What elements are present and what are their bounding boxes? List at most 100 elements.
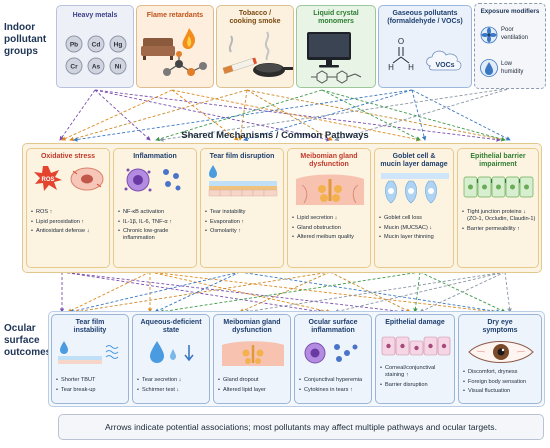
mechanism-tear-film-disruption: Tear film disruption Tear instability Ev… [200,148,284,268]
bullet: Altered lipid layer [218,387,288,394]
bullet: IL-1β, IL-6, TNF-α ↑ [118,219,194,226]
formaldehyde-cloud-icon: O H H VOCs [388,37,462,72]
element-label: As [92,64,101,71]
eye-icon [468,341,534,363]
cell-icon [70,167,104,191]
gland-dropout-icon [222,341,284,366]
bullet: Osmolarity ↑ [205,228,281,235]
bullet: Tear instability [205,209,281,216]
mechanism-goblet-cell-mucin-damage: Goblet cell & mucin layer damage Goblet … [374,148,454,268]
exposure-modifiers-box: Exposure modifiers Poor ventilation Low … [474,3,546,89]
meibomian-gland-icon [296,174,364,205]
outcome-bullets: Shorter TBUT Tear break-up [56,377,126,396]
outcome-bullets: Tear secretion ↓ Schirmer test ↓ [137,377,207,396]
mechanism-bullets: ROS ↑ Lipid peroxidation ↑ Antioxidant d… [31,209,107,238]
bullet: Lipid secretion ↓ [292,215,368,222]
pollutant-tobacco-cooking-smoke: Tobacco / cooking smoke [216,5,294,88]
droplet-decrease-icon [150,341,194,363]
mechanism-title: Meibomian gland dysfunction [300,153,358,168]
pollutant-title: Tobacco / cooking smoke [229,10,281,25]
ros-badge: ROS [41,177,54,183]
bullet: NF-κB activation [118,209,194,216]
element-label: Hg [114,42,123,49]
bullet: Tight junction proteins ↓ (ZO-1, Occludi… [462,209,536,223]
outcome-tear-film-instability: Tear film instability Shorter TBUT Tear … [51,314,129,404]
mechanism-bullets: Tear instability Evaporation ↑ Osmolarit… [205,209,281,238]
cigarette-pan-icon [222,31,293,77]
bullet: Gland dropout [218,377,288,384]
mechanism-oxidative-stress: Oxidative stress ROS ROS ↑ Lipid peroxid… [26,148,110,268]
mechanism-title: Inflammation [133,153,177,160]
bullet: Conjunctival hyperemia [299,377,369,384]
bullet: Schirmer test ↓ [137,387,207,394]
element-label: Cd [92,42,101,49]
mechanism-meibomian-gland-dysfunction: Meibomian gland dysfunction Lipid secret… [287,148,371,268]
modifier-label: Low humidity [501,61,524,75]
bullet: Goblet cell loss [379,215,451,222]
droplet-icon [480,59,498,77]
outcome-title: Meibomian gland dysfunction [223,319,281,334]
bullet: Tear secretion ↓ [137,377,207,384]
mechanism-bullets: Goblet cell loss Mucin (MUC5AC) ↓ Mucin … [379,215,451,244]
pollutant-liquid-crystal-monomers: Liquid crystal monomers [296,5,376,88]
bullet: Barrier disruption [380,382,452,389]
svg-text:H: H [388,63,394,72]
pollutant-gaseous-pollutants: Gaseous pollutants (formaldehyde / VOCs)… [378,5,472,88]
svg-text:O: O [398,37,404,46]
mechanism-bullets: NF-κB activation IL-1β, IL-6, TNF-α ↑ Ch… [118,209,194,245]
mechanism-bullets: Lipid secretion ↓ Gland obstruction Alte… [292,215,368,244]
outcome-title: Dry eye symptoms [482,319,518,334]
bullet: Barrier permeability ↑ [462,226,536,233]
heavy-metal-circles-icon: Pb Cd Hg Cr As Ni [65,35,127,75]
bullet: Altered meibum quality [292,234,368,241]
immune-cell-icon [124,168,181,192]
pollutant-groups-label: Indoor pollutant groups [4,22,47,57]
bullet: Antioxidant defense ↓ [31,228,107,235]
ocular-outcomes-label: Ocular surface outcomes [4,323,52,358]
ros-burst-icon: ROS [34,166,62,191]
pollutant-flame-retardants: Flame retardants [136,5,214,88]
outcome-bullets: Corneal/conjunctival staining ↑ Barrier … [380,365,452,391]
outcome-ocular-surface-inflammation: Ocular surface inflammation Conjunctival… [294,314,372,404]
bullet: Visual fluctuation [463,388,539,395]
pollutant-title: Heavy metals [72,12,118,19]
outcome-aqueous-deficient-state: Aqueous-deficient state Tear secretion ↓… [132,314,210,404]
fan-icon [480,26,498,44]
damaged-epithelium-icon [381,336,451,356]
mechanism-epithelial-barrier-impairment: Epithelial barrier impairment Tight junc… [457,148,539,268]
mechanism-title: Goblet cell & mucin layer damage [380,153,448,168]
monitor-molecule-icon [307,32,362,84]
bullet: Discomfort, dryness [463,369,539,376]
pollutant-title: Liquid crystal monomers [313,10,359,25]
svg-text:H: H [408,63,414,72]
bullet: Cytokines in tears ↑ [299,387,369,394]
bullet: Tear break-up [56,387,126,394]
mechanism-title: Epithelial barrier impairment [470,153,526,168]
outcome-title: Aqueous-deficient state [140,319,202,334]
element-label: Pb [70,42,78,49]
bullet: Mucin layer thinning [379,234,451,241]
exposure-modifiers-title: Exposure modifiers [480,8,540,15]
outcome-title: Epithelial damage [385,319,445,326]
bullet: ROS ↑ [31,209,107,216]
bullet: Gland obstruction [292,225,368,232]
element-label: Ni [115,64,122,71]
sofa-fire-molecule-icon [141,28,207,76]
bullet: Chronic low-grade inflammation [118,228,194,242]
mechanism-title: Tear film disruption [209,153,275,160]
pollutant-title: Gaseous pollutants (formaldehyde / VOCs) [387,10,463,25]
tear-wave-icon [58,341,119,364]
pollutant-heavy-metals: Heavy metals Pb Cd Hg Cr As Ni [56,5,134,88]
bullet: Corneal/conjunctival staining ↑ [380,365,452,379]
mechanism-bullets: Tight junction proteins ↓ (ZO-1, Occludi… [462,209,536,235]
bullet: Shorter TBUT [56,377,126,384]
outcome-epithelial-damage: Epithelial damage Corneal/conjunctival s… [375,314,455,404]
bullet: Lipid peroxidation ↑ [31,219,107,226]
footer-note: Arrows indicate potential associations; … [58,414,544,440]
bullet: Mucin (MUC5AC) ↓ [379,225,451,232]
goblet-cell-icon [381,173,449,204]
inflammation-cell-icon [304,342,358,364]
element-label: Cr [70,64,78,71]
mechanisms-title: Shared Mechanisms / Common Pathways [181,130,369,141]
pollutant-title: Flame retardants [146,12,204,19]
